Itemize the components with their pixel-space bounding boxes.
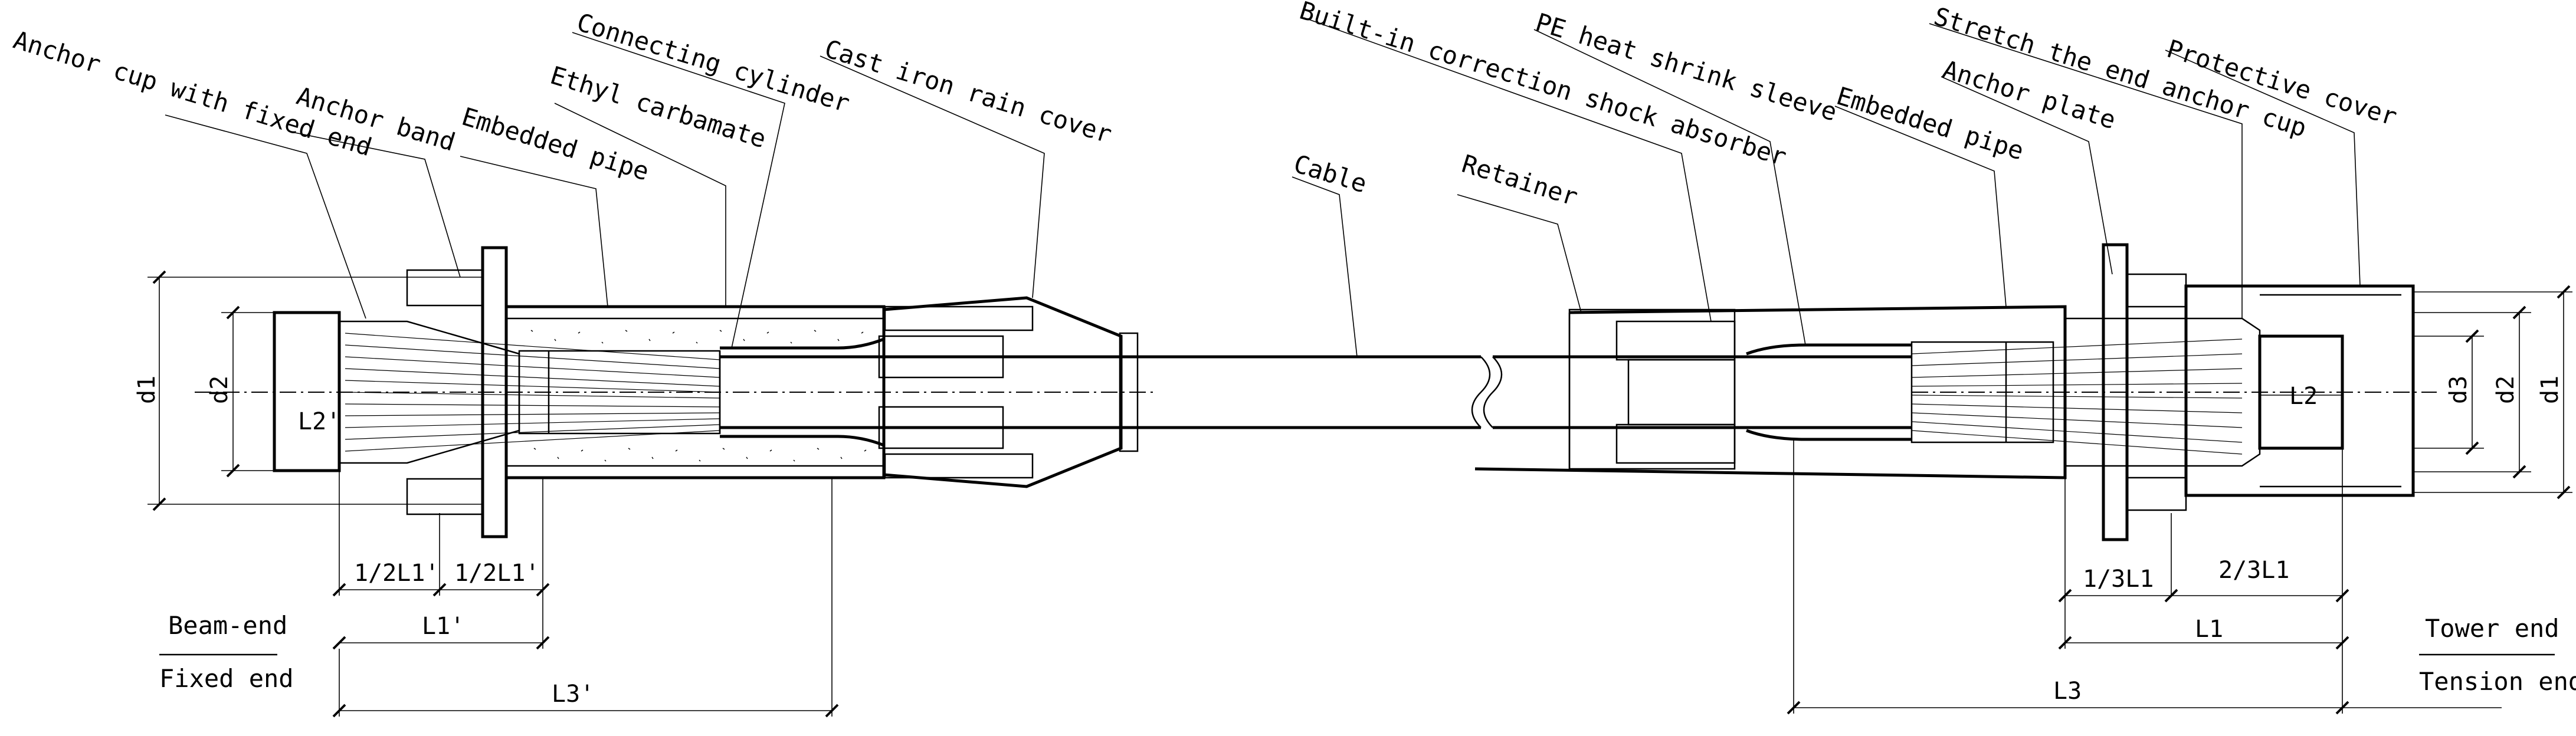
dim-half-L1p-b: 1/2L1' [454,560,540,587]
end-label-beam-end: Beam-end [168,611,287,640]
dim-L3p: L3' [552,681,594,708]
left-dimension-ticks [152,270,839,718]
dim-right-d1: d1 [2536,376,2564,404]
leader-lines [165,17,2361,357]
dim-right-d3: d3 [2445,376,2472,404]
dim-two-third-L1: 2/3L1 [2218,557,2289,584]
label-retainer: Retainer [1459,149,1581,212]
dim-L1: L1 [2195,616,2223,643]
end-label-tower-end: Tower end [2425,614,2559,643]
left-dimension-lines [148,277,833,717]
right-dimension-lines [1793,291,2572,714]
dim-L1p: L1' [422,613,464,640]
dim-right-d2: d2 [2492,376,2519,404]
right-retainer [1568,308,1736,470]
label-cast-iron-rain-cover: Cast iron rain cover [821,34,1115,149]
label-embedded-pipe-left: Embedded pipe [458,102,653,186]
dim-half-L1p-a: 1/2L1' [354,560,440,587]
right-dimension-ticks [1787,285,2571,715]
dim-left-d1: d1 [133,376,160,404]
dim-left-d2: d2 [206,376,233,404]
dim-right-L2: L2 [2289,383,2318,410]
dim-left-L2p: L2' [298,408,340,435]
left-wire-bundle [345,333,720,452]
end-label-tension-end: Tension end [2419,667,2576,696]
dim-L3: L3 [2053,678,2082,705]
dim-third-L1: 1/3L1 [2083,566,2154,593]
right-protective-cover [2184,284,2415,497]
left-cast-iron-rain-cover [883,296,1123,488]
end-label-fixed-end: Fixed end [159,664,294,693]
right-assembly [1474,243,2437,541]
left-grout-texture [530,330,867,462]
right-wire-bundle [1911,339,2243,455]
cable [720,355,1912,429]
